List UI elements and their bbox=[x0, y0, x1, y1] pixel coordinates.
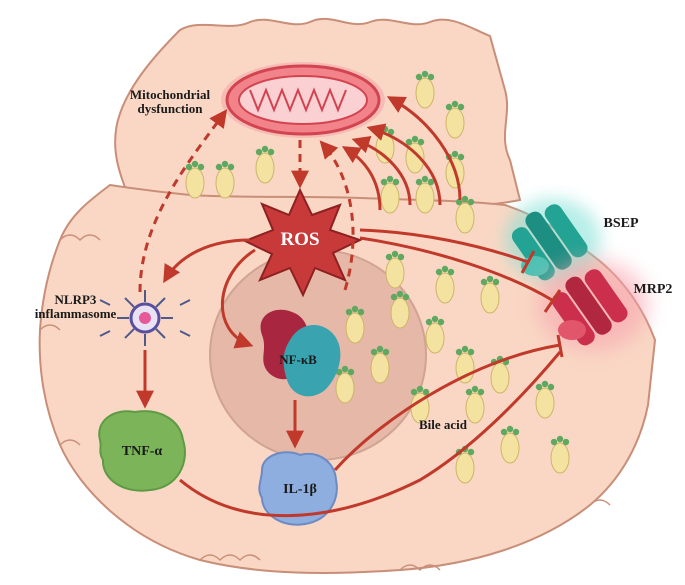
inhibit-ros-to-mrp2 bbox=[359, 236, 553, 302]
arrow-ros-to-nlrp3 bbox=[163, 238, 251, 284]
bile-acid-icon bbox=[255, 145, 275, 184]
label-nlrp3: NLRP3 inflammasome bbox=[34, 292, 117, 322]
tnf-protein-icon bbox=[98, 410, 186, 492]
inhibit-bar-mrp2-b bbox=[556, 334, 564, 358]
arrow-bile-to-mito-1 bbox=[386, 96, 462, 201]
dashed-arrow-nlrp3-to-mito bbox=[138, 109, 228, 293]
bile-acid-icon bbox=[455, 195, 475, 234]
bile-acid-icon bbox=[335, 365, 355, 404]
bile-acid-icon bbox=[185, 160, 205, 199]
nfkb-protein-icon bbox=[260, 309, 341, 397]
inhibit-il1b-to-mrp2 bbox=[333, 343, 561, 472]
mitochondrion-icon bbox=[221, 62, 385, 138]
arrow-ros-to-nfkb bbox=[220, 248, 256, 349]
label-tnfa: TNF-α bbox=[121, 444, 163, 459]
label-bile-acid: Bile acid bbox=[418, 417, 468, 432]
bile-acid-icon bbox=[370, 345, 390, 384]
bile-acid-icon bbox=[425, 315, 445, 354]
bile-acid-icon bbox=[435, 265, 455, 304]
label-ros: ROS bbox=[280, 229, 320, 250]
label-nfkb: NF-κB bbox=[279, 352, 317, 367]
arrow-bile-to-mito-2 bbox=[366, 123, 442, 206]
bile-acid-icon bbox=[500, 425, 520, 464]
cell-border-scallops bbox=[39, 234, 611, 572]
bile-acid-cluster bbox=[185, 70, 570, 484]
bile-acid-icon bbox=[345, 305, 365, 344]
bile-acid-icon bbox=[535, 380, 555, 419]
bile-acid-icon bbox=[380, 175, 400, 214]
label-il1b: IL-1β bbox=[283, 482, 317, 497]
label-bsep: BSEP bbox=[603, 216, 639, 231]
mrp2-transporter-icon bbox=[538, 260, 648, 350]
bile-acid-icon bbox=[390, 290, 410, 329]
bile-acid-icon bbox=[445, 100, 465, 139]
inflammasome-icon bbox=[99, 290, 191, 346]
inhibit-ros-to-bsep bbox=[359, 228, 529, 264]
bile-acid-icon bbox=[550, 435, 570, 474]
bile-acid-icon bbox=[415, 70, 435, 109]
inhibit-bar-bsep bbox=[520, 250, 536, 274]
bile-acid-icon bbox=[480, 275, 500, 314]
label-mrp2: MRP2 bbox=[633, 282, 673, 297]
bile-acid-icon bbox=[415, 175, 435, 214]
bile-acid-icon bbox=[465, 385, 485, 424]
bile-acid-icon bbox=[455, 445, 475, 484]
dashed-arrow-nucleus-to-mito bbox=[319, 140, 355, 291]
inhibit-tnfa-to-mrp2 bbox=[179, 351, 562, 518]
arrow-bile-to-mito-3 bbox=[351, 136, 412, 206]
il1b-protein-icon bbox=[258, 451, 338, 526]
bile-acid-icon bbox=[215, 160, 235, 199]
bile-acid-icon bbox=[410, 385, 430, 424]
arrow-bile-to-mito-4 bbox=[341, 146, 382, 211]
bile-acid-icon bbox=[385, 250, 405, 289]
inhibit-bar-mrp2-a bbox=[543, 289, 562, 313]
ros-burst-icon bbox=[242, 187, 363, 298]
label-mito: Mitochondrial dysfunction bbox=[129, 87, 211, 117]
